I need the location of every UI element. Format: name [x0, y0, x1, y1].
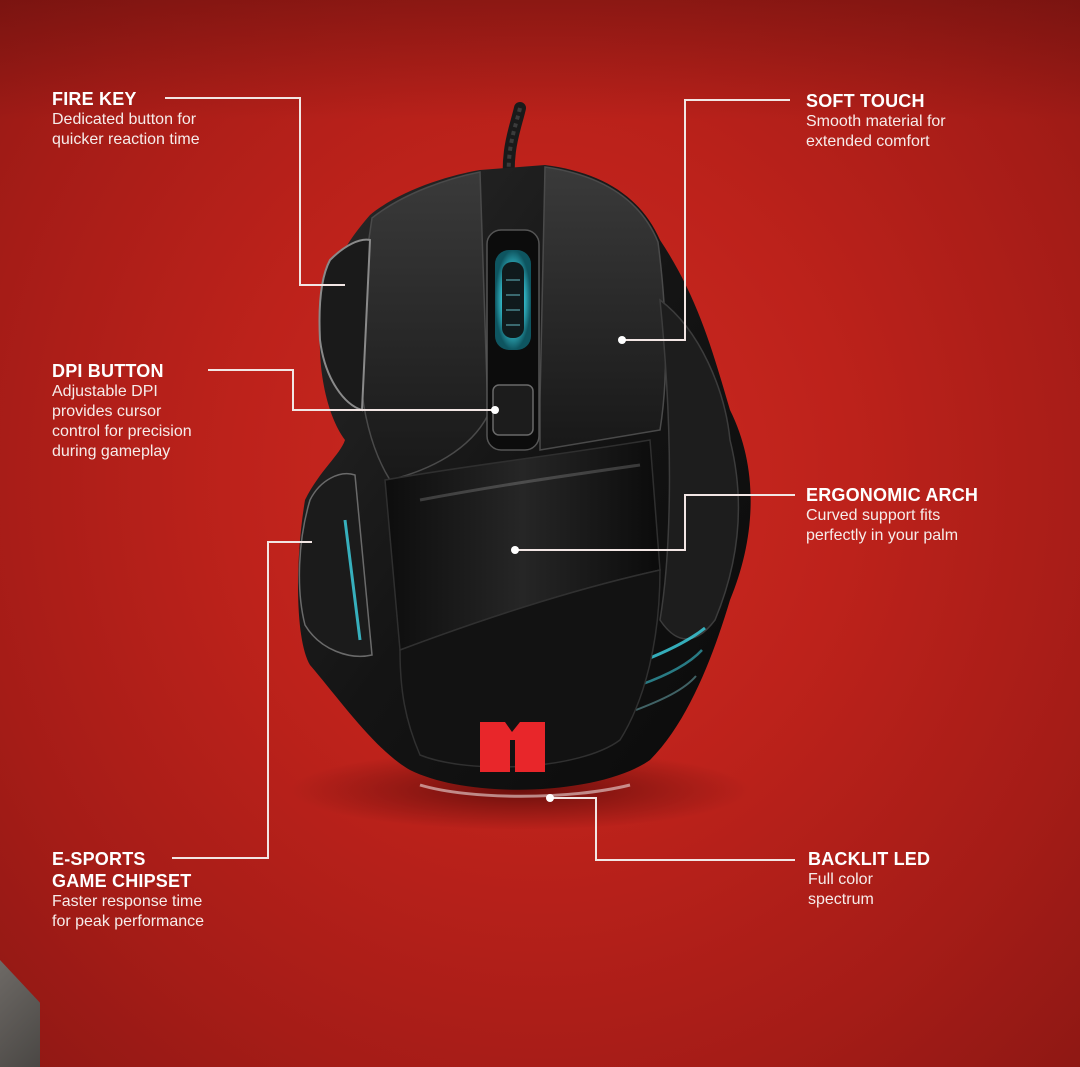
callout-title: ERGONOMIC ARCH — [806, 485, 979, 505]
leader-dot-backlit-led — [546, 794, 554, 802]
callout-description: Curved support fits perfectly in your pa… — [806, 507, 959, 544]
background-shading — [0, 0, 1080, 120]
leader-dot-dpi-button — [491, 406, 499, 414]
left-thumb-grip — [298, 473, 373, 657]
right-grip — [659, 298, 740, 640]
callout-description: Full color spectrum — [808, 871, 874, 908]
leader-line-backlit-led — [550, 797, 795, 861]
mouse-shadow — [290, 750, 750, 830]
palm-rest — [399, 569, 661, 768]
callout-title-line1: E-SPORTS — [52, 849, 146, 869]
right-button-panel — [539, 166, 667, 451]
callout-description: Faster response time for peak performanc… — [52, 893, 205, 930]
callout-dpi-button: DPI BUTTON Adjustable DPI provides curso… — [52, 360, 192, 462]
callout-title: FIRE KEY — [52, 89, 137, 109]
callout-description: Smooth material for extended comfort — [806, 113, 946, 150]
callout-title-line2: GAME CHIPSET — [52, 871, 192, 891]
thumb-led-strip — [343, 519, 362, 641]
callout-title: DPI BUTTON — [52, 361, 164, 381]
callout-esports-chipset: E-SPORTS GAME CHIPSET Faster response ti… — [52, 848, 204, 932]
callout-description: Dedicated button for quicker reaction ti… — [52, 111, 200, 148]
callout-title: BACKLIT LED — [808, 849, 931, 869]
leader-line-dpi-button — [208, 369, 495, 411]
fire-key-button — [318, 238, 372, 412]
callout-backlit-led: BACKLIT LED Full color spectrum — [808, 848, 930, 910]
leader-line-fire-key — [165, 97, 345, 286]
leader-dot-soft-touch — [618, 336, 626, 344]
callout-title: SOFT TOUCH — [806, 91, 925, 111]
leader-line-soft-touch — [622, 99, 790, 341]
monster-logo — [480, 722, 545, 772]
callout-ergonomic-arch: ERGONOMIC ARCH Curved support fits perfe… — [806, 484, 978, 546]
leader-line-esports-chipset — [172, 541, 312, 859]
leader-line-ergonomic-arch — [515, 494, 795, 551]
callout-fire-key: FIRE KEY Dedicated button for quicker re… — [52, 88, 200, 150]
leader-dot-ergonomic-arch — [511, 546, 519, 554]
callout-description: Adjustable DPI provides cursor control f… — [52, 383, 192, 460]
base-highlight — [419, 783, 631, 798]
callout-soft-touch: SOFT TOUCH Smooth material for extended … — [806, 90, 946, 152]
